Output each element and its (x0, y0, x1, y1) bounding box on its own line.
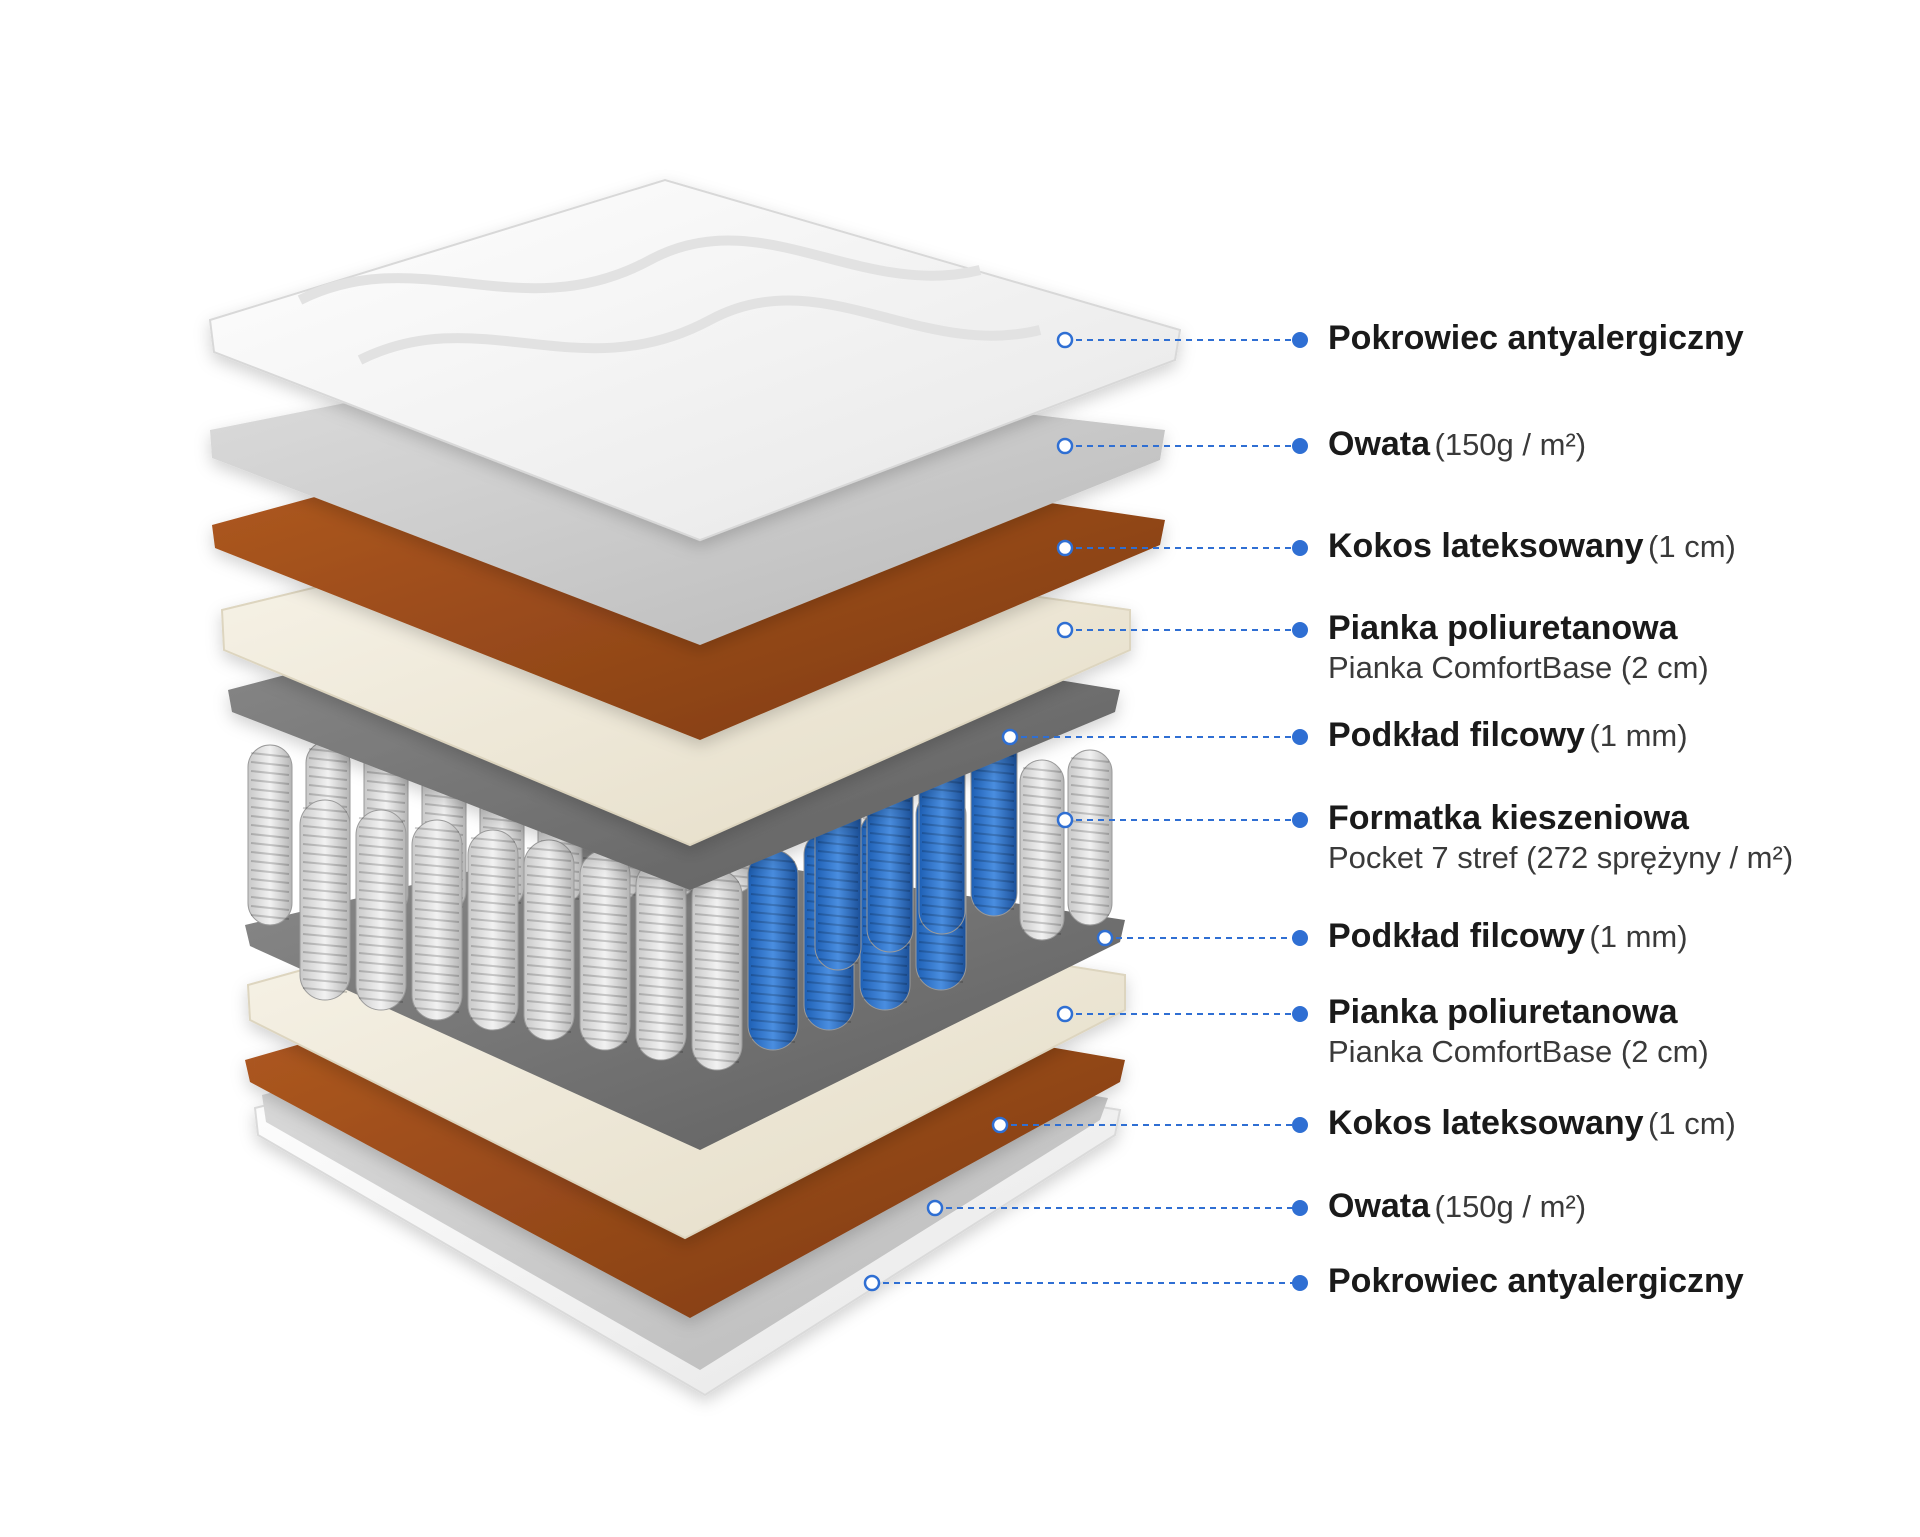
pocket-spring (299, 799, 351, 1001)
layer-title: Pianka poliuretanowa (1328, 993, 1678, 1031)
layer-subtitle: Pianka ComfortBase (2 cm) (1328, 1034, 1709, 1070)
callout-dot (1292, 540, 1308, 556)
layer-title: Kokos lateksowany (1328, 527, 1644, 565)
pocket-spring (523, 839, 575, 1041)
layer-title: Pokrowiec antyalergiczny (1328, 1262, 1744, 1300)
callout-dot (1292, 729, 1308, 745)
pocket-spring (247, 744, 293, 926)
layer-detail: (1 cm) (1648, 529, 1736, 564)
callout-dot (1292, 1200, 1308, 1216)
pocket-spring (1067, 749, 1113, 926)
layer-title: Owata (1328, 425, 1431, 463)
layer-label: Kokos lateksowany (1 cm) (1328, 527, 1736, 566)
callout-anchor (863, 1274, 881, 1292)
layer-title: Kokos lateksowany (1328, 1104, 1644, 1142)
pocket-spring (747, 849, 799, 1051)
layer-subtitle: Pianka ComfortBase (2 cm) (1328, 650, 1709, 686)
callout-anchor (926, 1199, 944, 1217)
layer-label: Pokrowiec antyalergiczny (1328, 1262, 1744, 1301)
callout-anchor (1056, 437, 1074, 455)
layer-title: Pokrowiec antyalergiczny (1328, 319, 1744, 357)
layer-title: Owata (1328, 1187, 1431, 1225)
layer-title: Podkład filcowy (1328, 917, 1585, 955)
callout-anchor (1001, 728, 1019, 746)
layer-title: Pianka poliuretanowa (1328, 609, 1678, 647)
callout-anchor (991, 1116, 1009, 1134)
layer-label: Owata (150g / m²) (1328, 1187, 1586, 1226)
callout-anchor (1056, 621, 1074, 639)
layer-label: Kokos lateksowany (1 cm) (1328, 1104, 1736, 1143)
pocket-spring (1019, 759, 1065, 941)
callout-dot (1292, 622, 1308, 638)
top-cover-wave (297, 235, 982, 305)
layer-label: Owata (150g / m²) (1328, 425, 1586, 464)
pocket-spring (467, 829, 519, 1031)
callout-dot (1292, 1117, 1308, 1133)
layer-detail: (1 mm) (1589, 919, 1688, 954)
layer-subtitle: Pocket 7 stref (272 sprężyny / m²) (1328, 840, 1794, 876)
pocket-spring (691, 869, 743, 1071)
callout-dot (1292, 812, 1308, 828)
layer-detail: (1 cm) (1648, 1106, 1736, 1141)
layer-detail: (150g / m²) (1434, 1189, 1587, 1224)
callout-anchor (1056, 811, 1074, 829)
callout-dot (1292, 930, 1308, 946)
top-cover-layer (208, 178, 1182, 542)
callout-anchor (1056, 1005, 1074, 1023)
layer-label: Podkład filcowy (1 mm) (1328, 716, 1688, 755)
layer-label: Pokrowiec antyalergiczny (1328, 319, 1744, 358)
pocket-spring (411, 819, 463, 1021)
layer-detail: (150g / m²) (1434, 427, 1587, 462)
callout-anchor (1056, 331, 1074, 349)
layer-label: Podkład filcowy (1 mm) (1328, 917, 1688, 956)
pocket-spring (579, 849, 631, 1051)
pocket-spring (355, 809, 407, 1011)
layer-title: Formatka kieszeniowa (1328, 799, 1689, 837)
callout-anchor (1096, 929, 1114, 947)
callouts (863, 331, 1308, 1292)
callout-dot (1292, 1275, 1308, 1291)
layer-detail: (1 mm) (1589, 718, 1688, 753)
callout-dot (1292, 332, 1308, 348)
callout-dot (1292, 438, 1308, 454)
layer-title: Podkład filcowy (1328, 716, 1585, 754)
top-cover-wave (357, 295, 1042, 365)
pocket-spring (635, 859, 687, 1061)
callout-anchor (1056, 539, 1074, 557)
callout-dot (1292, 1006, 1308, 1022)
